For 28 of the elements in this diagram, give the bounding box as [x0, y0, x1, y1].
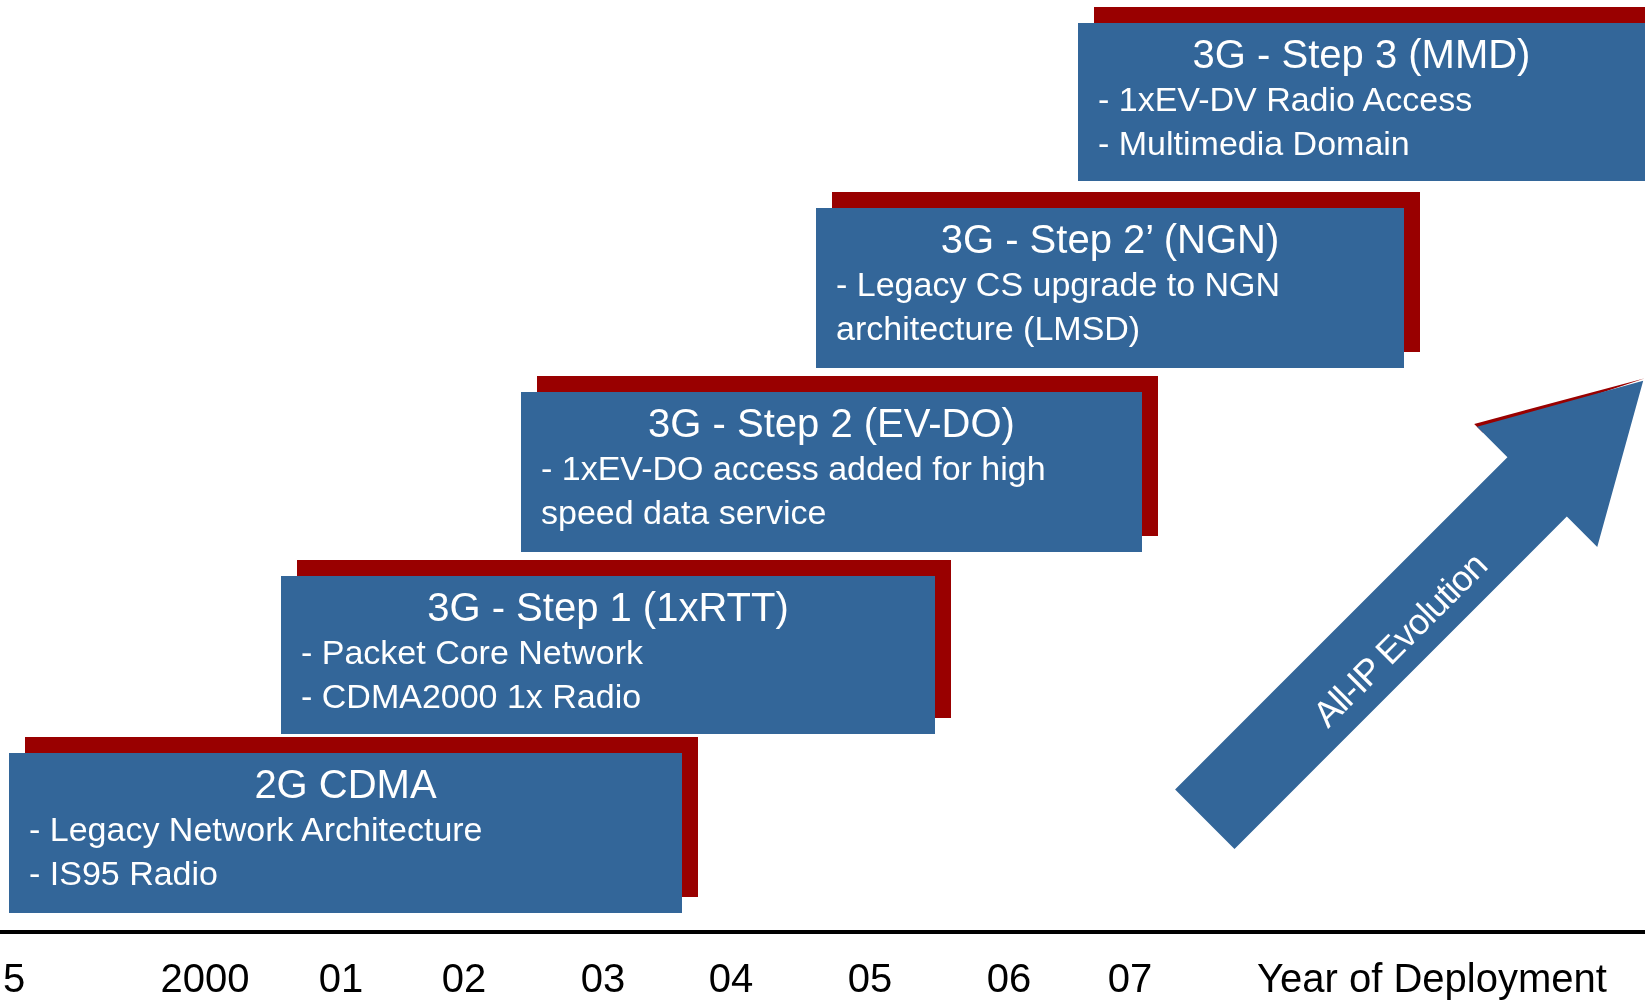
step-box: [9, 753, 682, 913]
step-box: [281, 576, 935, 734]
year-tick-label: 5: [2, 956, 26, 1001]
bullet-text: - IS95 Radio: [29, 853, 219, 894]
bullet-text: - 1xEV-DV Radio Access: [1098, 79, 1474, 120]
bullet-text: - Legacy Network Architecture: [29, 809, 484, 850]
axis-title: Year of Deployment: [1257, 956, 1607, 1001]
bullet-text: - Legacy CS upgrade to NGN architecture (LMSD): [836, 264, 1282, 349]
step-title: 3G - Step 2 (EV-DO): [647, 400, 1016, 446]
bullet-text: - Multimedia Domain: [1098, 123, 1411, 164]
year-tick-label: 07: [1107, 956, 1153, 1001]
step-title: 3G - Step 1 (1xRTT): [426, 584, 790, 630]
year-tick-label: 01: [318, 956, 364, 1001]
bullet-text: - Packet Core Network: [301, 632, 644, 673]
year-tick-label: 05: [847, 956, 893, 1001]
step-title: 3G - Step 3 (MMD): [1191, 31, 1532, 77]
bullet-text: - CDMA2000 1x Radio: [301, 676, 643, 717]
step-title: 3G - Step 2’ (NGN): [939, 216, 1281, 262]
year-tick-label: 04: [708, 956, 754, 1001]
year-tick-label: 2000: [160, 956, 250, 1001]
step-title: 2G CDMA: [253, 761, 438, 807]
step-box: [521, 392, 1142, 552]
step-box: [816, 208, 1404, 368]
step-box: [1078, 23, 1645, 181]
year-tick-label: 02: [441, 956, 487, 1001]
year-tick-label: 03: [580, 956, 626, 1001]
year-tick-label: 06: [986, 956, 1032, 1001]
bullet-text: - 1xEV-DO access added for high speed data service: [541, 448, 1047, 533]
